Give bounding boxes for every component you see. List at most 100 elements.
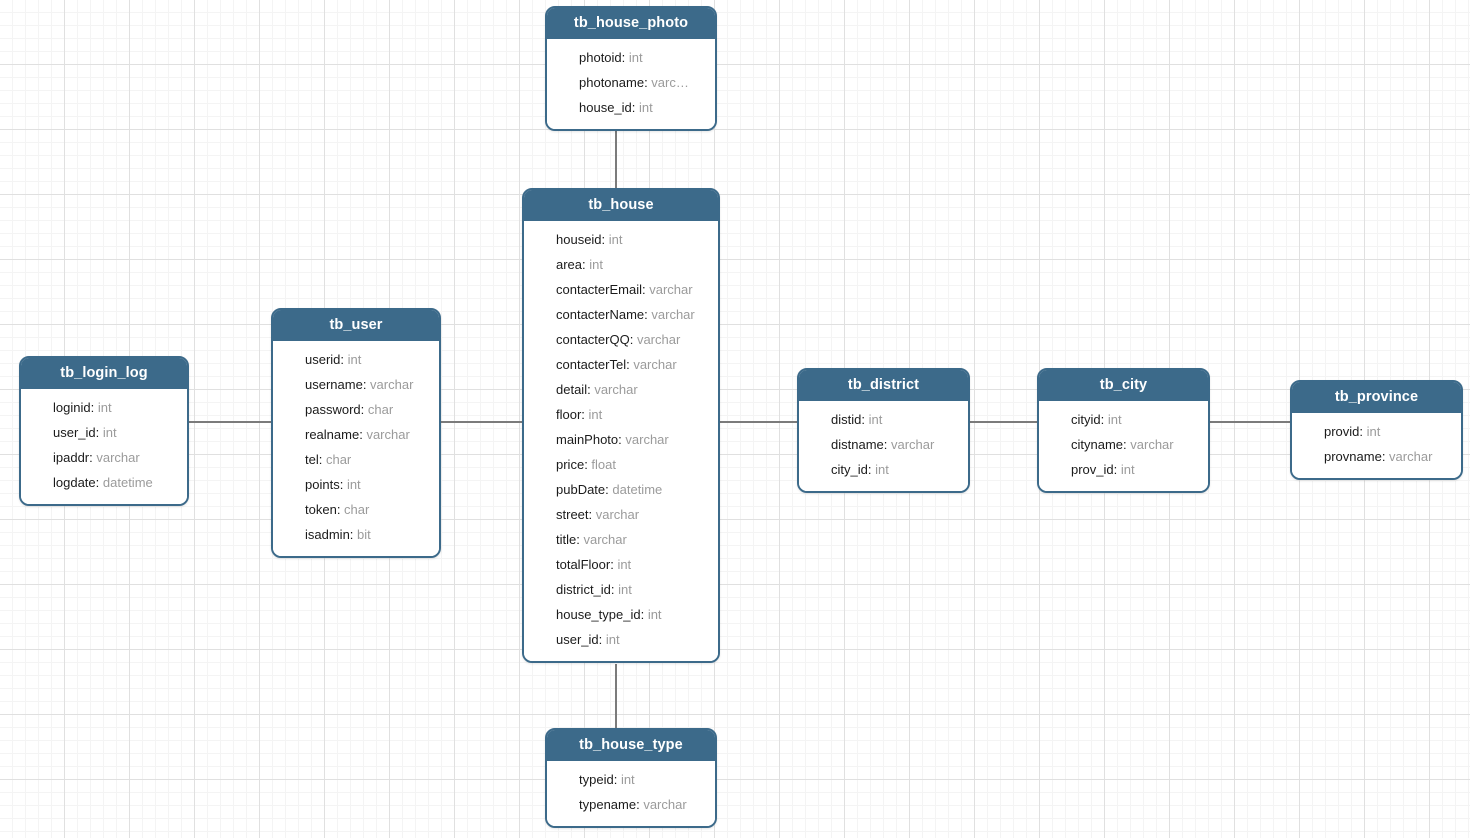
field-row[interactable]: pubDate: datetime bbox=[524, 477, 718, 502]
field-row[interactable]: tel: char bbox=[273, 447, 439, 472]
field-separator: : bbox=[867, 462, 876, 477]
field-row[interactable]: photoid: int bbox=[547, 45, 715, 70]
field-separator: : bbox=[861, 412, 869, 427]
field-row[interactable]: userid: int bbox=[273, 347, 439, 372]
field-separator: : bbox=[360, 402, 368, 417]
field-row[interactable]: detail: varchar bbox=[524, 377, 718, 402]
field-row[interactable]: loginid: int bbox=[21, 395, 187, 420]
field-row[interactable]: area: int bbox=[524, 252, 718, 277]
field-row[interactable]: cityid: int bbox=[1039, 407, 1208, 432]
field-row[interactable]: totalFloor: int bbox=[524, 552, 718, 577]
field-row[interactable]: contacterQQ: varchar bbox=[524, 327, 718, 352]
field-row[interactable]: distid: int bbox=[799, 407, 968, 432]
field-row[interactable]: ipaddr: varchar bbox=[21, 445, 187, 470]
field-type: char bbox=[344, 502, 370, 517]
field-separator: : bbox=[636, 797, 644, 812]
field-type: varchar bbox=[1130, 437, 1174, 452]
field-row[interactable]: price: float bbox=[524, 452, 718, 477]
field-separator: : bbox=[618, 432, 626, 447]
field-row[interactable]: photoname: varc… bbox=[547, 70, 715, 95]
field-name: house_id bbox=[579, 100, 632, 115]
field-separator: : bbox=[89, 450, 97, 465]
field-type: bit bbox=[357, 527, 371, 542]
field-separator: : bbox=[640, 607, 648, 622]
field-type: float bbox=[591, 457, 616, 472]
field-row[interactable]: typeid: int bbox=[547, 767, 715, 792]
field-row[interactable]: title: varchar bbox=[524, 527, 718, 552]
field-row[interactable]: city_id: int bbox=[799, 457, 968, 482]
field-name: distid bbox=[831, 412, 862, 427]
field-type: varchar bbox=[366, 427, 410, 442]
field-name: contacterTel bbox=[556, 357, 627, 372]
field-type: varchar bbox=[594, 382, 638, 397]
field-type: varchar bbox=[370, 377, 414, 392]
connector-house-to-district[interactable] bbox=[719, 421, 799, 423]
field-type: varchar bbox=[651, 307, 695, 322]
field-row[interactable]: points: int bbox=[273, 472, 439, 497]
field-separator: : bbox=[610, 557, 618, 572]
field-row[interactable]: contacterName: varchar bbox=[524, 302, 718, 327]
field-row[interactable]: username: varchar bbox=[273, 372, 439, 397]
field-row[interactable]: contacterEmail: varchar bbox=[524, 277, 718, 302]
field-type: varchar bbox=[1389, 449, 1433, 464]
field-row[interactable]: password: char bbox=[273, 397, 439, 422]
field-row[interactable]: floor: int bbox=[524, 402, 718, 427]
connector-login_log-to-user[interactable] bbox=[189, 421, 273, 423]
field-separator: : bbox=[318, 452, 326, 467]
field-row[interactable]: contacterTel: varchar bbox=[524, 352, 718, 377]
field-type: varchar bbox=[633, 357, 677, 372]
field-name: isadmin bbox=[305, 527, 350, 542]
field-row[interactable]: isadmin: bit bbox=[273, 522, 439, 547]
field-separator: : bbox=[631, 100, 640, 115]
field-separator: : bbox=[582, 257, 590, 272]
field-separator: : bbox=[883, 437, 891, 452]
field-row[interactable]: typename: varchar bbox=[547, 792, 715, 817]
field-separator: : bbox=[359, 427, 367, 442]
field-row[interactable]: houseid: int bbox=[524, 227, 718, 252]
field-type: varchar bbox=[636, 332, 681, 347]
field-row[interactable]: realname: varchar bbox=[273, 422, 439, 447]
field-separator: : bbox=[339, 477, 347, 492]
field-row[interactable]: house_type_id: int bbox=[524, 602, 718, 627]
field-type: int bbox=[618, 582, 632, 597]
field-name: photoname bbox=[579, 75, 645, 90]
field-separator: : bbox=[576, 532, 584, 547]
entity-title-tb_house: tb_house bbox=[524, 190, 718, 221]
field-row[interactable]: distname: varchar bbox=[799, 432, 968, 457]
connector-house-to-house_type[interactable] bbox=[615, 664, 617, 729]
field-row[interactable]: user_id: int bbox=[21, 420, 187, 445]
field-type: int bbox=[1366, 424, 1381, 439]
connector-user-to-house[interactable] bbox=[440, 421, 524, 423]
field-row[interactable]: prov_id: int bbox=[1039, 457, 1208, 482]
field-type: int bbox=[1107, 412, 1122, 427]
connector-city-to-province[interactable] bbox=[1208, 421, 1292, 423]
entity-title-tb_city: tb_city bbox=[1039, 370, 1208, 401]
field-row[interactable]: mainPhoto: varchar bbox=[524, 427, 718, 452]
connector-district-to-city[interactable] bbox=[968, 421, 1039, 423]
field-separator: : bbox=[601, 232, 609, 247]
field-name: totalFloor bbox=[556, 557, 611, 572]
field-row[interactable]: logdate: datetime bbox=[21, 470, 187, 495]
field-row[interactable]: provid: int bbox=[1292, 419, 1461, 444]
field-separator: : bbox=[95, 425, 103, 440]
field-type: int bbox=[639, 100, 653, 115]
field-row[interactable]: street: varchar bbox=[524, 502, 718, 527]
field-row[interactable]: user_id: int bbox=[524, 627, 718, 652]
field-row[interactable]: token: char bbox=[273, 497, 439, 522]
field-row[interactable]: cityname: varchar bbox=[1039, 432, 1208, 457]
field-row[interactable]: house_id: int bbox=[547, 95, 715, 120]
field-row[interactable]: provname: varchar bbox=[1292, 444, 1461, 469]
field-name: city_id bbox=[831, 462, 868, 477]
field-row[interactable]: district_id: int bbox=[524, 577, 718, 602]
field-type: int bbox=[875, 462, 889, 477]
connector-house_photo-to-house[interactable] bbox=[615, 131, 617, 188]
